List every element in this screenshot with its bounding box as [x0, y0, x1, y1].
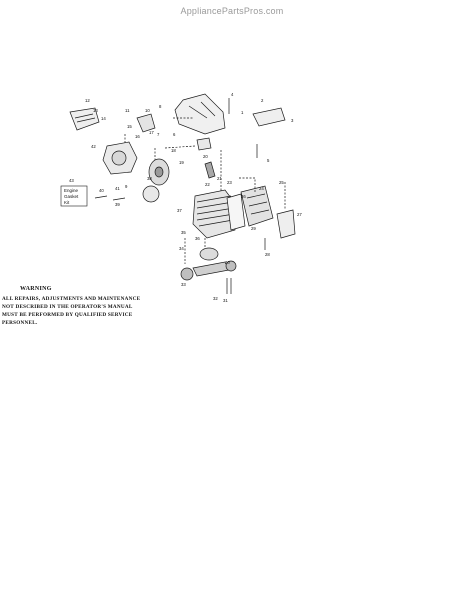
site-watermark: AppliancePartsPros.com — [180, 6, 284, 16]
part-number-label: 2 — [261, 98, 264, 103]
handle-housing-part — [69, 107, 100, 131]
warning-title: WARNING — [20, 286, 52, 292]
part-number-label: 10 — [145, 108, 150, 113]
part-number-label: 38 — [147, 176, 152, 181]
part-number-label: 21 — [217, 176, 222, 181]
gasket-kit-box — [60, 185, 88, 207]
part-number-label: 11 — [125, 108, 130, 113]
part-number-label: 42 — [91, 144, 96, 149]
warning-line: ALL REPAIRS, ADJUSTMENTS AND MAINTENANCE — [2, 296, 141, 302]
part-number-label: 27 — [297, 212, 302, 217]
exploded-parts-diagram: Engine Gasket Kit 12 13 14 11 10 8 7 6 4… — [60, 92, 302, 303]
bracket-part — [252, 107, 286, 127]
part-number-label: 43 — [69, 178, 74, 183]
warning-text: ALL REPAIRS, ADJUSTMENTS AND MAINTENANCE… — [2, 295, 152, 327]
part-number-label: 32 — [213, 296, 218, 301]
part-number-label: 24 — [259, 186, 264, 191]
part-number-label: 20 — [203, 154, 208, 159]
part-number-label: 15 — [127, 124, 132, 129]
part-number-label: 26 — [241, 194, 246, 199]
part-number-label: 29 — [251, 226, 256, 231]
part-number-label: 12 — [85, 98, 90, 103]
muffler-part — [240, 185, 274, 227]
part-number-label: 28 — [265, 252, 270, 257]
part-number-label: 40 — [99, 188, 104, 193]
cylinder-part — [192, 189, 238, 239]
part-number-label: 39 — [115, 202, 120, 207]
part-number-label: 35 — [181, 230, 186, 235]
gasket-kit-line-3: Kit — [64, 200, 70, 205]
piston-part — [199, 247, 219, 261]
part-number-label: 31 — [223, 298, 228, 303]
part-number-labels: 12 13 14 11 10 8 7 6 4 2 3 5 15 16 17 18… — [69, 92, 302, 303]
gasket-kit-line-2: Gasket — [64, 194, 79, 199]
crankshaft-part — [192, 261, 230, 277]
part-number-label: 22 — [205, 182, 210, 187]
gasket-kit-line-1: Engine — [64, 188, 79, 193]
part-number-label: 19 — [179, 160, 184, 165]
ignition-coil-part — [136, 113, 156, 133]
top-cover-part — [174, 93, 226, 135]
part-number-label: 4 — [231, 92, 234, 97]
part-number-label: 30 — [225, 260, 230, 265]
part-number-label: 5 — [267, 158, 270, 163]
filter-part — [196, 137, 212, 151]
part-number-label: 8 — [159, 104, 162, 109]
part-number-label: 14 — [101, 116, 106, 121]
part-number-label: 13 — [93, 108, 98, 113]
warning-line: PERSONNEL. — [2, 320, 38, 326]
part-number-label: 3 — [291, 118, 294, 123]
part-number-label: 37 — [177, 208, 182, 213]
part-number-label: 23 — [227, 180, 232, 185]
warning-line: NOT DESCRIBED IN THE OPERATOR'S MANUAL — [2, 304, 133, 310]
part-number-label: 34 — [179, 246, 184, 251]
part-number-label: 36 — [195, 236, 200, 241]
part-number-label: 33 — [181, 282, 186, 287]
part-number-label: 7 — [157, 132, 160, 137]
part-number-label: 1 — [241, 110, 244, 115]
part-number-label: 18 — [171, 148, 176, 153]
part-number-label: 16 — [135, 134, 140, 139]
warning-line: MUST BE PERFORMED BY QUALIFIED SERVICE — [2, 312, 133, 318]
part-number-label: 6 — [173, 132, 176, 137]
gasket-plate-part — [226, 193, 246, 231]
spark-plug-part — [204, 161, 216, 179]
part-number-label: 9 — [125, 184, 128, 189]
clutch-drum-part — [142, 185, 160, 203]
part-number-label: 17 — [149, 130, 154, 135]
muffler-cover-part — [276, 209, 296, 239]
part-number-label: 41 — [115, 186, 120, 191]
part-number-label: 25 — [279, 180, 284, 185]
